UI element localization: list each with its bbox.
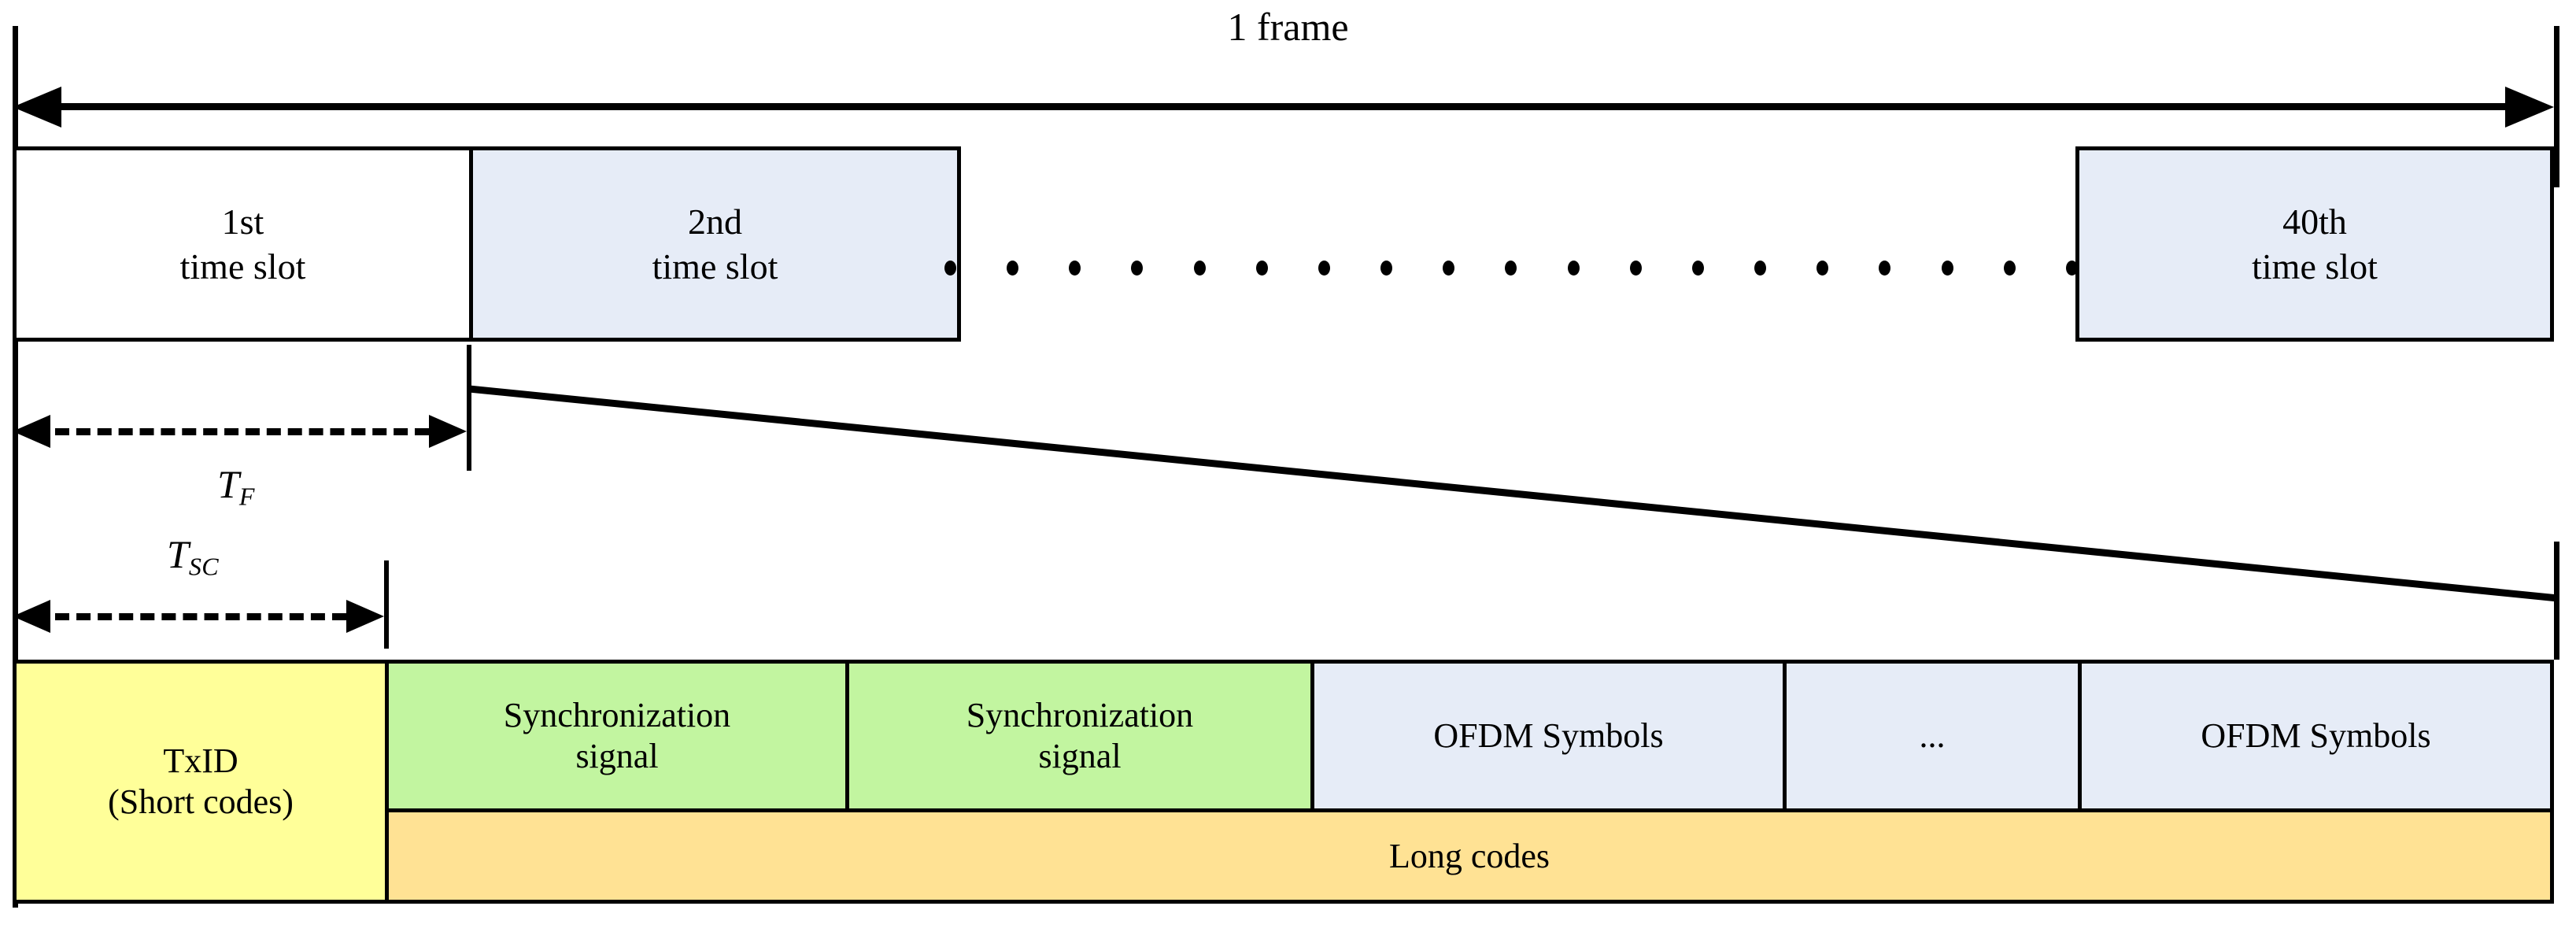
detail-cell-sync-1[interactable]: Synchronization signal xyxy=(385,660,849,812)
continuation-dot xyxy=(1817,260,1829,276)
continuation-dot xyxy=(1318,260,1330,276)
continuation-dot xyxy=(2065,260,2078,276)
continuation-dot xyxy=(1255,260,1268,276)
detail-cell-ofdm-1[interactable]: OFDM Symbols xyxy=(1310,660,1787,812)
continuation-dot xyxy=(1193,260,1206,276)
continuation-dot xyxy=(1069,260,1081,276)
continuation-dot xyxy=(1754,260,1767,276)
tf-symbol: T xyxy=(217,462,239,506)
detail-cell-ofdm-2[interactable]: OFDM Symbols xyxy=(2078,660,2554,812)
continuation-dot xyxy=(1691,260,1704,276)
continuation-dot xyxy=(1629,260,1642,276)
continuation-dot xyxy=(1567,260,1580,276)
tf-arrow-head-left xyxy=(13,415,50,448)
detail-cell-ellipsis: ... xyxy=(1783,660,2082,812)
ofdm-2-label: OFDM Symbols xyxy=(2201,716,2431,756)
continuation-dot xyxy=(1879,260,1891,276)
frame-arrow-head-right xyxy=(2505,87,2554,128)
expansion-right-tick xyxy=(2554,542,2559,660)
ofdm-1-label: OFDM Symbols xyxy=(1433,716,1664,756)
frame-arrow-shaft xyxy=(55,103,2512,110)
continuation-dot xyxy=(944,260,956,276)
frame-left-reference-line xyxy=(13,26,18,908)
tf-right-tick xyxy=(467,345,471,471)
sync-2-line1: Synchronization xyxy=(966,696,1194,735)
continuation-dot xyxy=(1131,260,1144,276)
frame-right-reference-line xyxy=(2554,26,2559,187)
time-slot-continuation-dots xyxy=(944,260,2078,276)
sync-1-line1: Synchronization xyxy=(503,696,731,735)
sync-1-line2: signal xyxy=(575,737,659,775)
time-slot-1-line1: 1st xyxy=(221,201,264,242)
tf-subscript: F xyxy=(238,482,255,511)
frame-arrow-head-left xyxy=(13,87,61,128)
detail-cell-txid[interactable]: TxID (Short codes) xyxy=(13,660,389,904)
tsc-right-tick xyxy=(384,560,389,649)
continuation-dot xyxy=(1443,260,1455,276)
time-slot-1-line2: time slot xyxy=(179,246,306,287)
detail-cell-long-codes[interactable]: Long codes xyxy=(385,808,2554,904)
time-slot-2[interactable]: 2nd time slot xyxy=(469,146,961,342)
frame-title: 1 frame xyxy=(1227,5,1349,49)
tf-arrow-head-right xyxy=(429,415,467,448)
tsc-arrow-head-right xyxy=(346,600,384,633)
tsc-dashed-shaft xyxy=(55,613,346,620)
txid-line2: (Short codes) xyxy=(108,782,294,821)
time-slot-40-line1: 40th xyxy=(2282,201,2347,242)
continuation-dot xyxy=(1380,260,1393,276)
detail-cell-sync-2[interactable]: Synchronization signal xyxy=(845,660,1314,812)
tf-dashed-shaft xyxy=(55,428,429,435)
time-slot-1[interactable]: 1st time slot xyxy=(13,146,473,342)
time-slot-40-line2: time slot xyxy=(2252,246,2378,287)
long-codes-label: Long codes xyxy=(1388,836,1550,875)
tsc-symbol: T xyxy=(167,532,189,576)
time-slot-2-line1: 2nd xyxy=(687,201,742,242)
tsc-subscript: SC xyxy=(188,552,219,581)
continuation-dot xyxy=(1007,260,1019,276)
tsc-label: TSC xyxy=(0,531,386,582)
continuation-dot xyxy=(2003,260,2016,276)
time-slot-2-line2: time slot xyxy=(652,246,778,287)
sync-2-line2: signal xyxy=(1038,737,1122,775)
txid-line1: TxID xyxy=(163,742,238,781)
tf-label: TF xyxy=(0,461,472,512)
continuation-dot xyxy=(1941,260,1953,276)
time-slot-40[interactable]: 40th time slot xyxy=(2075,146,2554,342)
ellipsis-label: ... xyxy=(1919,716,1946,756)
continuation-dot xyxy=(1505,260,1517,276)
tsc-arrow-head-left xyxy=(13,600,50,633)
